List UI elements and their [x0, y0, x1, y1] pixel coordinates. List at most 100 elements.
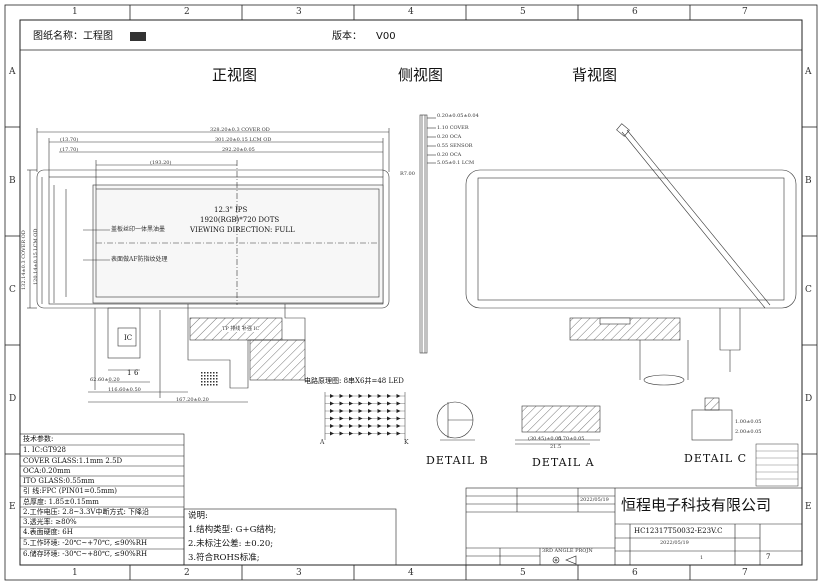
zone-row-c: C	[9, 285, 16, 295]
led-diode	[339, 409, 344, 413]
note-rohs: 3.符合ROHS标准;	[188, 553, 260, 563]
led-diode	[330, 409, 334, 413]
zone-row-c-right: C	[805, 285, 812, 295]
notes-box	[183, 508, 397, 566]
panel-text-size: 12.3" IPS	[214, 206, 248, 214]
led-diode	[358, 416, 363, 421]
led-cathode-label: K	[404, 439, 409, 446]
led-diode	[349, 424, 353, 428]
side-dim-total: 0.20±0.05±0.04	[437, 113, 479, 119]
led-diode	[349, 401, 353, 406]
zone-row-b: B	[9, 176, 16, 186]
led-diode	[330, 424, 334, 428]
zone-col-6: 6	[632, 7, 638, 17]
led-diode	[377, 401, 382, 406]
dim-radius: R7.00	[400, 171, 415, 177]
led-diode	[387, 424, 391, 428]
tech-param-thickness: 总厚度: 1.85±0.15mm	[23, 498, 99, 506]
led-diode	[387, 409, 391, 413]
side-layer-cover: 1.10 COVER	[437, 125, 469, 131]
led-diode	[387, 401, 391, 406]
projection-label: 3RD ANGLE PROJN	[542, 548, 593, 554]
led-diode	[368, 401, 372, 406]
detail-c-drawing	[691, 397, 799, 487]
zone-col-5: 5	[520, 7, 526, 17]
note-structure: 1.结构类型: G+G结构;	[188, 525, 277, 535]
title-date: 2022/05/19	[580, 497, 609, 503]
tech-param-ito: ITO GLASS:0.55mm	[23, 477, 95, 485]
led-diode	[368, 431, 372, 436]
zone-col-5-bottom: 5	[520, 568, 526, 578]
zone-col-1-bottom: 1	[72, 568, 78, 578]
zone-col-2: 2	[184, 7, 190, 17]
dim-aa: (193.20)	[150, 160, 172, 166]
fpc-contacts	[200, 372, 218, 386]
zone-row-b-right: B	[805, 176, 812, 186]
led-diode	[349, 416, 353, 421]
tech-param-cover-glass: COVER GLASS:1.1mm 2.5D	[23, 457, 123, 465]
title-block	[465, 487, 803, 566]
dim-left-offset-2: (17.70)	[60, 147, 79, 153]
led-diode	[377, 424, 382, 428]
zone-col-1: 1	[72, 7, 78, 17]
side-layer-oca-2: 0.20 OCA	[437, 152, 462, 158]
led-schematic-label: 电路原理图: 8串X6并=48 LED	[304, 377, 404, 385]
zone-col-4: 4	[408, 7, 414, 17]
tech-params-title: 技术参数:	[23, 435, 54, 443]
inner-frame	[19, 19, 803, 566]
dim-left-offset-1: (13.70)	[60, 137, 79, 143]
led-diode	[387, 394, 391, 398]
tech-param-hardness: 4.表面硬度: 6H	[23, 528, 73, 536]
fpc-hatch-2	[249, 339, 306, 381]
led-diode	[368, 424, 372, 428]
led-diode	[377, 394, 382, 398]
zone-col-3-bottom: 3	[296, 568, 302, 578]
led-diode	[377, 416, 382, 421]
led-diode	[358, 431, 363, 436]
back-view	[465, 123, 797, 386]
title-swatch	[130, 32, 146, 41]
led-diode	[368, 416, 372, 421]
zone-row-a: A	[9, 67, 16, 77]
tech-param-oca: OCA:0.20mm	[23, 467, 71, 475]
note-tolerance: 2.未标注公差: ±0.20;	[188, 539, 274, 549]
drawing-name-label: 图纸名称：工程图	[33, 31, 113, 42]
led-diode	[358, 394, 363, 398]
detail-a-dim-2: 0.70±0.05	[558, 436, 585, 442]
led-diode	[387, 416, 391, 421]
led-diode	[377, 431, 382, 436]
detail-b-drawing	[436, 401, 475, 441]
detail-a-drawing	[515, 405, 601, 445]
zone-col-3: 3	[296, 7, 302, 17]
led-diode	[349, 409, 353, 413]
dim-cover-od: 328.20±0.3 COVER OD	[210, 127, 270, 133]
led-diode	[358, 401, 363, 406]
dim-bottom-2: 116.60±0.50	[108, 387, 141, 393]
callout-af-coating: 表面做AF防指纹处理	[111, 256, 168, 263]
front-view-title: 正视图	[212, 66, 258, 84]
detail-a-dim-1: (30.45)±0.05	[528, 436, 562, 442]
front-view	[27, 128, 390, 403]
panel-text-resolution: 1920(RGB)*720 DOTS	[200, 216, 280, 224]
company-name: 恒程电子科技有限公司	[621, 496, 772, 514]
led-diode	[396, 416, 401, 421]
zone-col-4-bottom: 4	[408, 568, 414, 578]
led-diode	[339, 394, 344, 398]
tech-params-table	[19, 433, 185, 566]
zone-col-2-bottom: 2	[184, 568, 190, 578]
page-number: 1	[700, 555, 704, 561]
led-diode	[396, 401, 401, 406]
part-number: HC12317T50032-E23V.C	[634, 527, 723, 535]
sheet-number: 7	[766, 553, 771, 561]
led-diode	[368, 409, 372, 413]
tech-param-transmittance: 3.透光率: ≥80%	[23, 518, 77, 526]
zone-col-7-bottom: 7	[742, 568, 748, 578]
detail-c-dim-1: 1.00±0.05	[735, 419, 762, 425]
zone-row-e: E	[9, 502, 16, 512]
led-diode	[396, 424, 401, 428]
led-diode	[358, 424, 363, 428]
led-diode	[396, 431, 401, 436]
detail-c-label: DETAIL C	[684, 452, 748, 465]
dim-lcm-height: 120.14±0.15 LCM OD	[33, 228, 39, 285]
